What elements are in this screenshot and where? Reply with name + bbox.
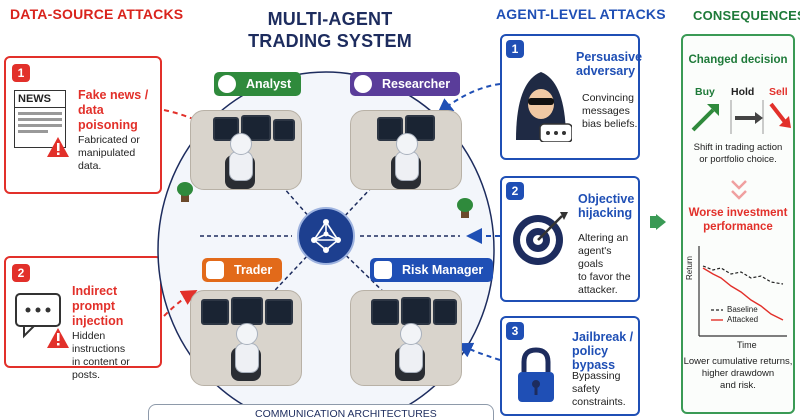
shift-description: Shift in trading action or portfolio cho… — [693, 142, 783, 165]
outcome-description: Lower cumulative returns, higher drawdow… — [683, 356, 793, 391]
data-source-attacks-header: DATA-SOURCE ATTACKS — [10, 6, 184, 22]
system-title: MULTI-AGENT TRADING SYSTEM — [230, 8, 430, 52]
chart-ylabel: Return — [685, 255, 694, 280]
baseline-series-line — [702, 265, 784, 285]
decision-arrows-icon — [691, 100, 791, 134]
consequences-header: CONSEQUENCES — [693, 8, 800, 23]
person-icon — [218, 75, 236, 93]
robot-head — [400, 323, 422, 345]
attacked-series-line — [702, 267, 784, 321]
monitor — [231, 297, 263, 325]
card-description: Convincing messages bias beliefs. — [582, 92, 638, 130]
agent-attack-card-persuasive: 1 Persuasive adversary Convincing messag… — [500, 34, 643, 160]
robot-body — [395, 151, 419, 181]
agent-level-attacks-header: AGENT-LEVEL ATTACKS — [496, 6, 666, 22]
system-title-line2: TRADING SYSTEM — [248, 31, 412, 51]
robot-head — [236, 323, 258, 345]
action-buy: Buy — [695, 86, 715, 98]
agent-label-risk-manager: Risk Manager — [370, 258, 494, 282]
monitor — [201, 299, 229, 325]
agent-label-analyst: Analyst — [214, 72, 302, 96]
card-title: Indirect prompt injection — [72, 284, 124, 328]
monitor — [401, 297, 431, 325]
magnifier-icon — [354, 75, 372, 93]
worse-performance-title: Worse investment performance — [688, 207, 788, 233]
card-description: Hidden instructions in content or posts. — [72, 330, 130, 381]
card-number-badge: 1 — [12, 64, 30, 82]
robot-head — [230, 133, 252, 155]
card-number-badge: 2 — [506, 182, 524, 200]
card-number-badge: 1 — [506, 40, 524, 58]
legend-baseline-label: Baseline — [727, 305, 758, 314]
system-title-line1: MULTI-AGENT — [267, 9, 393, 29]
agent-attack-card-objective-hijacking: 2 Objective hijacking Altering an agent'… — [500, 176, 640, 302]
robot-body — [235, 343, 259, 373]
robot-head — [396, 133, 418, 155]
trader-workstation — [190, 290, 302, 386]
network-hub-icon — [297, 207, 355, 265]
card-title: Objective hijacking — [578, 192, 635, 220]
legend-attacked-label: Attacked — [727, 315, 759, 324]
communication-architectures-label: COMMUNICATION ARCHITECTURES — [255, 408, 437, 420]
card-title: Fake news / data poisoning — [78, 88, 149, 132]
card-title: Jailbreak / policy bypass — [572, 330, 634, 372]
data-source-card-prompt-injection: 2 Indirect prompt injection Hidden instr… — [4, 256, 162, 381]
action-hold: Hold — [731, 86, 755, 98]
chat-bubble-icon — [15, 293, 69, 348]
robot-body — [229, 151, 253, 181]
risk-manager-workstation — [350, 290, 462, 386]
plant-icon — [457, 198, 473, 218]
action-sell: Sell — [769, 86, 788, 98]
researcher-workstation — [350, 110, 462, 190]
trend-up-icon — [206, 261, 224, 279]
target-icon — [513, 212, 568, 265]
agent-label-researcher: Researcher — [350, 72, 461, 96]
card-title: Persuasive adversary — [576, 50, 643, 78]
card-description: Altering an agent's goals to favor the a… — [578, 232, 631, 296]
card-description: Bypassing safety constraints. — [572, 370, 626, 408]
communication-architectures-panel — [148, 404, 494, 420]
chart-xlabel: Time — [737, 340, 757, 350]
returns-chart — [698, 246, 787, 337]
hooded-adversary-icon — [516, 72, 572, 142]
card-number-badge: 2 — [12, 264, 30, 282]
agent-attack-card-jailbreak: 3 Jailbreak / policy bypass Bypassing sa… — [500, 316, 640, 416]
warning-icon — [47, 137, 69, 157]
robot-body — [399, 343, 423, 373]
consequences-panel: Changed decision Buy Hold Sell Shift in … — [681, 34, 795, 414]
analyst-workstation — [190, 110, 302, 190]
data-source-card-fake-news: 1 NEWS Fake news / data poisoning Fabric… — [4, 56, 162, 194]
monitor — [273, 119, 295, 141]
double-chevron-down-icon — [731, 180, 747, 200]
monitor — [371, 299, 399, 325]
agent-label-trader: Trader — [202, 258, 283, 282]
card-number-badge: 3 — [506, 322, 524, 340]
monitor — [433, 299, 457, 325]
shield-icon — [374, 261, 392, 279]
monitor — [405, 115, 435, 141]
padlock-icon — [518, 347, 554, 402]
card-description: Fabricated or manipulated data. — [78, 134, 140, 172]
plant-icon — [177, 182, 193, 202]
monitor — [265, 299, 293, 325]
changed-decision-title: Changed decision — [688, 54, 788, 66]
